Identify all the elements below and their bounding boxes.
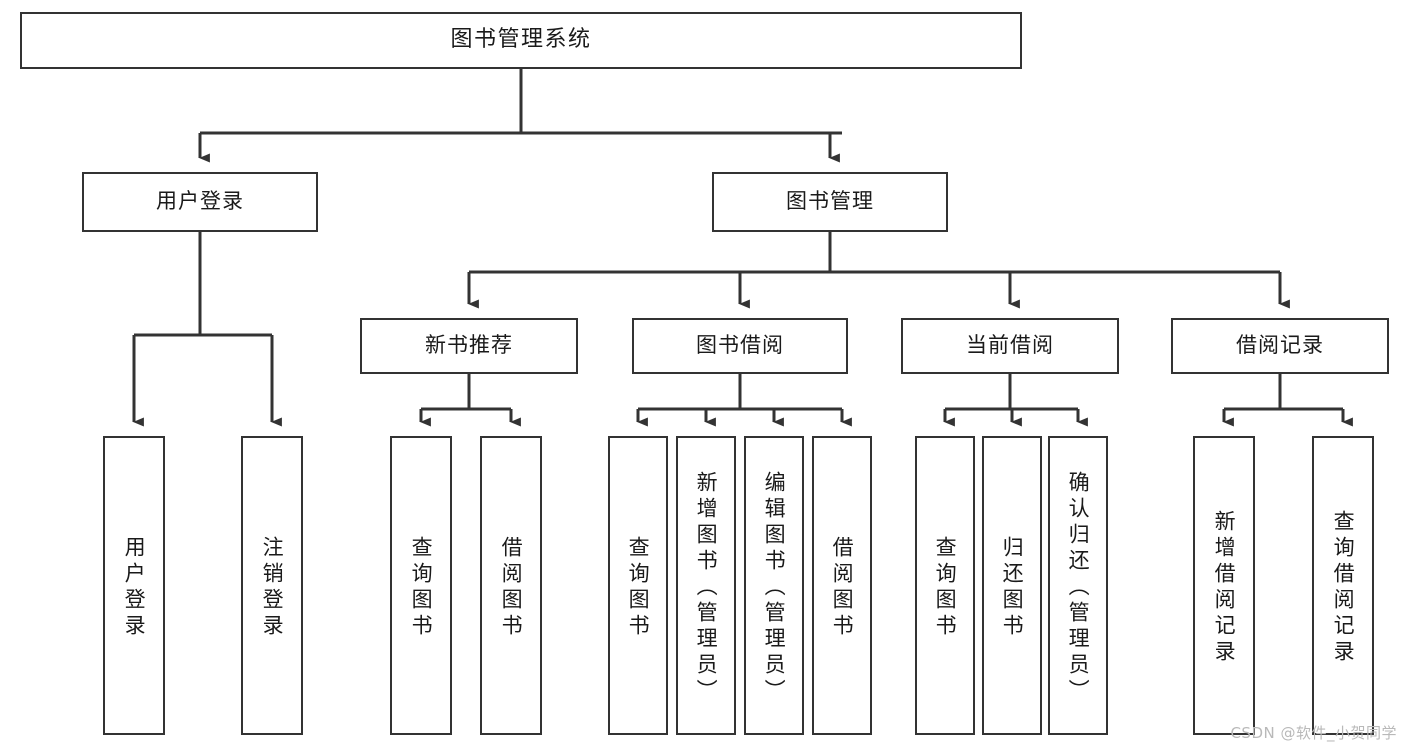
node-user-login[interactable]: 用户登录: [82, 172, 318, 232]
node-label: 图书管理: [786, 189, 874, 214]
node-new-book-rec[interactable]: 新书推荐: [360, 318, 578, 374]
node-label: 查询图书: [626, 535, 651, 640]
node-label: 借阅记录: [1236, 333, 1324, 358]
edges-bookborrow-to-leaves: [636, 374, 852, 427]
node-leaf-confirm-return[interactable]: 确认归还（管理员）: [1048, 436, 1108, 735]
node-label: 用户登录: [156, 189, 244, 214]
edges-userlogin-to-leaves: [132, 232, 282, 427]
node-leaf-query-record[interactable]: 查询借阅记录: [1312, 436, 1374, 735]
node-label: 确认归还（管理员）: [1066, 470, 1091, 705]
node-leaf-return-book[interactable]: 归还图书: [982, 436, 1042, 735]
node-label: 注销登录: [260, 535, 285, 640]
node-label: 新增借阅记录: [1212, 509, 1237, 666]
node-label: 图书管理系统: [450, 27, 592, 53]
node-label: 编辑图书（管理员）: [762, 470, 787, 705]
node-label: 借阅图书: [499, 535, 524, 640]
node-leaf-edit-book[interactable]: 编辑图书（管理员）: [744, 436, 804, 735]
node-label: 借阅图书: [830, 535, 855, 640]
node-book-borrow[interactable]: 图书借阅: [632, 318, 848, 374]
node-label: 查询图书: [409, 535, 434, 640]
node-leaf-user-logout[interactable]: 注销登录: [241, 436, 303, 735]
node-label: 图书借阅: [696, 333, 784, 358]
node-leaf-query-book-1[interactable]: 查询图书: [390, 436, 452, 735]
node-label: 查询借阅记录: [1331, 509, 1356, 666]
node-book-manage[interactable]: 图书管理: [712, 172, 948, 232]
edges-root-to-level1: [198, 69, 842, 163]
edges-currentborrow-to-leaves: [943, 374, 1088, 427]
node-leaf-borrow-book-2[interactable]: 借阅图书: [812, 436, 872, 735]
edges-newbook-to-leaves: [419, 374, 521, 427]
node-leaf-query-book-3[interactable]: 查询图书: [915, 436, 975, 735]
node-leaf-user-login[interactable]: 用户登录: [103, 436, 165, 735]
edges-borrowrecord-to-leaves: [1222, 374, 1353, 427]
node-label: 用户登录: [122, 535, 147, 640]
csdn-watermark: CSDN @软件_小贺同学: [1230, 724, 1397, 742]
node-label: 新增图书（管理员）: [694, 470, 719, 705]
node-label: 查询图书: [933, 535, 958, 640]
node-leaf-query-book-2[interactable]: 查询图书: [608, 436, 668, 735]
node-root-system[interactable]: 图书管理系统: [20, 12, 1022, 69]
node-leaf-add-record[interactable]: 新增借阅记录: [1193, 436, 1255, 735]
node-label: 新书推荐: [425, 333, 513, 358]
edges-bookmanage-to-level2: [467, 232, 1290, 309]
node-borrow-record[interactable]: 借阅记录: [1171, 318, 1389, 374]
node-current-borrow[interactable]: 当前借阅: [901, 318, 1119, 374]
node-leaf-borrow-book-1[interactable]: 借阅图书: [480, 436, 542, 735]
node-label: 当前借阅: [966, 333, 1054, 358]
node-leaf-add-book[interactable]: 新增图书（管理员）: [676, 436, 736, 735]
node-label: 归还图书: [1000, 535, 1025, 640]
